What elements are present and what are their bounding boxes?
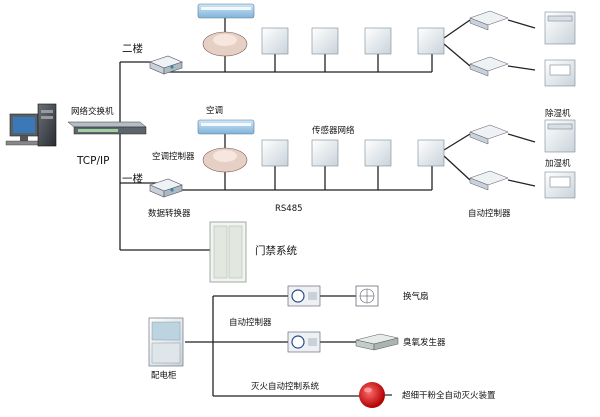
data-converter-label: 数据转换器 — [148, 209, 191, 219]
auto-controller-top-label: 自动控制器 — [468, 209, 511, 219]
floor1-label: 一楼 — [122, 173, 143, 185]
connection-lines — [104, 18, 536, 397]
tcp-ip-label: TCP/IP — [77, 155, 110, 167]
ozone-icon — [355, 333, 399, 351]
ac-unit-icon — [197, 3, 255, 19]
distribution-cabinet-label: 配电柜 — [151, 371, 177, 381]
extinguisher-icon — [359, 382, 392, 408]
rs485-label: RS485 — [275, 204, 303, 214]
ac-controller-floor2 — [202, 31, 248, 57]
controller-icon — [469, 10, 509, 191]
bottom-controller-1 — [287, 285, 321, 307]
cabinet-icon — [148, 317, 184, 367]
data-converter-floor2 — [149, 55, 183, 75]
ac-label: 空调 — [206, 106, 224, 116]
dehumidifier-label: 除湿机 — [545, 109, 571, 119]
access-control-label: 门禁系统 — [255, 245, 297, 257]
ozone-generator-label: 臭氧发生器 — [403, 338, 446, 348]
fire-device-label: 超细干粉全自动灭火装置 — [402, 391, 496, 401]
data-converter-floor1 — [149, 178, 183, 198]
network-switch-label: 网络交换机 — [71, 107, 114, 117]
exhaust-fan-label: 换气扇 — [403, 292, 429, 302]
ac-controller-label: 空调控制器 — [152, 152, 195, 162]
fire-control-system-label: 灭火自动控制系统 — [251, 382, 320, 392]
sensor-network-label: 传感器网络 — [312, 126, 355, 136]
sensor-icon — [261, 27, 445, 55]
humidifier-label: 加湿机 — [545, 159, 571, 169]
floor2-label: 二楼 — [122, 43, 143, 55]
door-icon — [209, 221, 247, 283]
ac-controller-floor1 — [202, 147, 248, 173]
ac-unit-icon-floor1 — [197, 119, 255, 135]
fan-icon — [355, 285, 379, 307]
computer-icon — [5, 103, 57, 147]
bottom-controller-2 — [287, 331, 321, 353]
auto-controller-bottom-label: 自动控制器 — [229, 318, 272, 328]
dehumidifier-icon — [544, 11, 576, 153]
humidifier-icon — [544, 59, 576, 199]
switch-icon — [67, 121, 147, 135]
sensor-icon-floor1 — [261, 139, 445, 167]
